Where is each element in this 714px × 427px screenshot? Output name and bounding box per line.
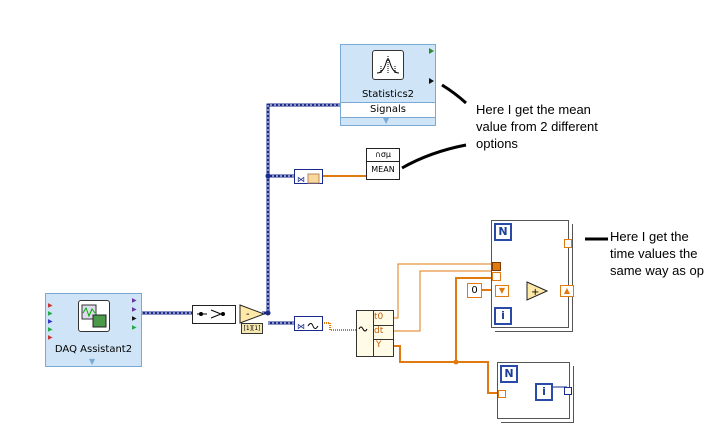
- zero-constant[interactable]: 0: [467, 283, 482, 298]
- convert-from-dynamic-bottom[interactable]: ⋈: [294, 316, 323, 331]
- shift-register-left[interactable]: ▼: [495, 285, 509, 297]
- waveform-t0: t0: [374, 312, 384, 322]
- add-node[interactable]: +: [526, 281, 549, 305]
- statistics-signals-input[interactable]: Signals: [341, 102, 435, 118]
- loop2-tunnel-in: [498, 390, 506, 398]
- loop1-tunnel-in-2: [492, 272, 501, 281]
- svg-text:-: -: [246, 309, 250, 320]
- daq-waveform-icon: [78, 300, 110, 332]
- wire-y-to-loop1: [455, 277, 491, 362]
- statistics-title: Statistics2: [361, 89, 415, 100]
- wire-to-statistics: [262, 103, 340, 315]
- wire-t0: [392, 263, 491, 319]
- daq-input-terminals: ▶▶▶▶▶: [48, 302, 53, 341]
- annotation-stroke-mean: [401, 143, 467, 170]
- for-loop-1[interactable]: N i ▼ ▲ +: [491, 220, 574, 328]
- statistics-express-vi[interactable]: Statistics2 Signals ▼: [340, 44, 436, 126]
- loop1-count-terminal[interactable]: N: [494, 223, 512, 241]
- mean-label: MEAN: [371, 165, 395, 174]
- loop1-tunnel-in-1: [492, 262, 501, 271]
- loop1-tunnel-out: [564, 239, 572, 248]
- wire-dt: [392, 270, 491, 332]
- daq-output-terminals: ▶▶▶▶: [132, 297, 137, 331]
- for-loop-2[interactable]: N i: [497, 362, 572, 419]
- loop2-count-terminal[interactable]: N: [500, 365, 518, 383]
- statistics-output-terminal-2: [429, 78, 434, 84]
- annotation-time-note: Here I get the time values the same way …: [610, 229, 704, 278]
- chevron-down-icon[interactable]: ▼: [383, 116, 390, 125]
- convert-from-dynamic-top[interactable]: ⋈: [294, 169, 323, 184]
- get-waveform-components[interactable]: t0 dt Y: [356, 310, 394, 357]
- annotation-mean-note: Here I get the mean value from 2 differe…: [476, 102, 598, 151]
- waveform-y: Y: [376, 340, 382, 350]
- svg-text:⋈: ⋈: [297, 175, 305, 184]
- daq-assistant-express-vi[interactable]: DAQ Assistant2 ▶▶▶▶▶ ▶▶▶▶ ▼: [45, 293, 142, 367]
- chevron-down-icon[interactable]: ▼: [89, 357, 96, 366]
- daq-title: DAQ Assistant2: [54, 344, 133, 355]
- svg-text:⋈: ⋈: [297, 322, 305, 331]
- constant-array-indicator: [1][1]: [241, 323, 263, 334]
- subtract-node[interactable]: -: [238, 303, 266, 329]
- svg-text:+: +: [531, 287, 539, 298]
- wire-to-waveform: [322, 322, 356, 331]
- mean-node[interactable]: ∩σμ MEAN: [366, 148, 400, 180]
- loop1-iteration-terminal: i: [494, 307, 512, 325]
- mean-glyph: ∩σμ: [367, 149, 399, 162]
- annotation-stroke-stats: [441, 83, 468, 105]
- select-node[interactable]: [192, 305, 236, 324]
- statistics-output-terminal: [429, 48, 434, 54]
- waveform-dt: dt: [374, 326, 384, 336]
- statistics-bell-curve-icon: [372, 50, 404, 80]
- loop2-iteration-terminal: i: [535, 383, 553, 401]
- wire-y-to-loop2: [392, 345, 497, 394]
- loop2-tunnel-out: [564, 387, 572, 395]
- shift-register-right[interactable]: ▲: [560, 285, 574, 297]
